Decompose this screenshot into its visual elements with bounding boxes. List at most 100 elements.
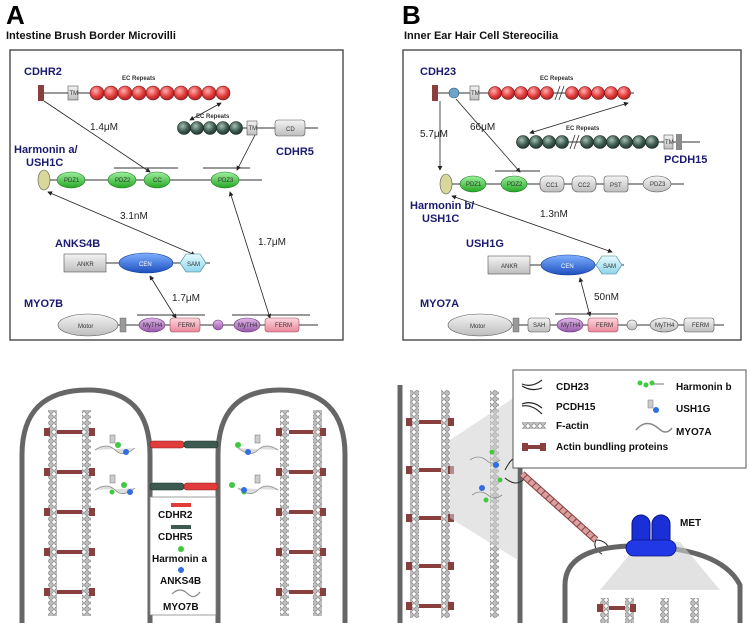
- harmonin-b-cc1-label: CC1: [546, 183, 559, 189]
- harmonin-b-pst-label: PST: [610, 183, 622, 189]
- harmonin-b-pdz2-label: PDZ2: [507, 182, 523, 188]
- harmonin-b-pdz2: [500, 175, 528, 193]
- affinity-cdh23-pcdh15: 66μM: [470, 122, 495, 133]
- legend-myo7a: MYO7A: [676, 427, 712, 438]
- myo7b-sh3: [212, 319, 224, 331]
- protein-harmonin-a-label-2: USH1C: [26, 157, 63, 169]
- myo7b-myth4-1: [138, 317, 166, 333]
- myo7b-ferm-1: [169, 317, 201, 333]
- myo7a-ferm-1: [587, 317, 619, 333]
- myo7b-iq: [119, 317, 127, 333]
- panel-b-letter: B: [402, 0, 421, 30]
- ush1g-ankr-label: ANKR: [501, 264, 518, 270]
- protein-cdh23-label: CDH23: [420, 66, 456, 78]
- harmonin-b-cc2: [571, 175, 597, 193]
- cdh23-pbm: [448, 87, 460, 99]
- harmonin-a-nterm: [37, 169, 51, 191]
- actin-filament: [600, 598, 609, 623]
- legend-pcdh15-icon: [521, 402, 543, 415]
- legend-cdhr5-icon: [171, 525, 191, 529]
- cdh23-ec-label: EC Repeats: [540, 76, 574, 82]
- harmonin-b-pdz1: [459, 175, 487, 193]
- myo7a-myth4-1-label: MyTH4: [561, 323, 581, 329]
- legend-actin-bundling-icon: [522, 443, 546, 451]
- actin-filament: [280, 410, 289, 616]
- protein-pcdh15-label: PCDH15: [664, 154, 707, 166]
- harmonin-b-pdz1-label: PDZ1: [466, 182, 482, 188]
- cdhr5-cd-label: CD: [286, 127, 295, 133]
- actin-filament: [441, 390, 450, 618]
- harmonin-b-cc1: [539, 175, 565, 193]
- pcdh15-tm: [663, 134, 674, 150]
- myo7b-myth4-1-label: MyTH4: [143, 323, 163, 329]
- affinity-anks4b-myo7b: 1.7μM: [172, 293, 200, 304]
- legend-ush1g: USH1G: [676, 404, 711, 415]
- legend-harmonin-b: Harmonin b: [676, 382, 732, 393]
- cdhr2-tm-label: TM: [70, 91, 79, 97]
- protein-harmonin-b-label-1: Harmonin b/: [410, 200, 474, 212]
- cdh23-ec-repeats: [488, 85, 631, 101]
- legend-ush1g-icon: [647, 399, 659, 413]
- affinity-ush1g-myo7a: 50nM: [594, 292, 619, 303]
- legend-actin-bundling: Actin bundling proteins: [556, 442, 669, 453]
- harmonin-a-cc-label: CC: [153, 178, 162, 184]
- protein-myo7b-label: MYO7B: [24, 298, 63, 310]
- myo7a-ferm-1-label: FERM: [596, 323, 613, 329]
- anks4b-cen: [118, 252, 174, 274]
- pcdh15-ec-label: EC Repeats: [566, 126, 600, 132]
- harmonin-a-pdz2: [107, 171, 137, 189]
- protein-harmonin-a-label-1: Harmonin a/: [14, 144, 78, 156]
- microvillus-right: [215, 387, 348, 623]
- cdhr2-cd-block: [38, 85, 44, 101]
- pcdh15-cd-block: [676, 134, 682, 150]
- affinity-harmonin-anks4b: 3.1nM: [120, 211, 148, 222]
- harmonin-ush1g-bond: [451, 195, 613, 253]
- harmonin-myo7b-bond: [228, 191, 272, 319]
- myo7a-motor-label: Motor: [470, 324, 485, 330]
- cdhr2-cdhr5-bond: [189, 102, 222, 121]
- cdh23-pcdh15-bond: [529, 101, 629, 135]
- cdh23-tm-label: TM: [471, 91, 480, 97]
- panel-b-box: [402, 49, 742, 341]
- legend-factin-icon: [522, 422, 546, 429]
- legend-anks4b-icon: [178, 567, 184, 573]
- harmonin-a-pdz1-label: PDZ1: [64, 178, 80, 184]
- cdhr5-harmonin-arrow: [236, 134, 256, 171]
- ush1g-cen: [540, 254, 596, 276]
- harmonin-b-pdz3: [642, 175, 672, 193]
- legend-cdh23-icon: [521, 379, 543, 391]
- cdhr5-tm-label: TM: [249, 126, 258, 132]
- legend-anks4b: ANKS4B: [160, 576, 201, 587]
- myo7b-ferm-2-label: FERM: [275, 323, 292, 329]
- myo7a-myth4-1: [556, 317, 584, 333]
- affinity-cdhr2-cdhr5: 1.4μM: [90, 122, 118, 133]
- myo7a-ferm-2: [683, 317, 715, 333]
- protein-cdhr5-label: CDHR5: [276, 146, 314, 158]
- protein-harmonin-b-label-2: USH1C: [422, 213, 459, 225]
- cdh23-tm: [469, 85, 480, 101]
- ush1g-myo7a-bond: [578, 277, 592, 317]
- anks4b-ankr: [63, 253, 107, 273]
- harmonin-a-pdz2-label: PDZ2: [115, 178, 131, 184]
- panel-a-title: Intestine Brush Border Microvilli: [6, 30, 176, 42]
- cdhr2-tm: [67, 85, 79, 101]
- protein-anks4b-label: ANKS4B: [55, 238, 100, 250]
- myo7a-ferm-2-label: FERM: [692, 323, 709, 329]
- cdh23-cd-block: [432, 85, 438, 101]
- anks4b-ankr-label: ANKR: [77, 262, 94, 268]
- harmonin-anks4b-bond: [47, 191, 196, 256]
- pcdh15-tm-label: TM: [665, 140, 674, 146]
- microvilli-legend-box: [149, 496, 217, 616]
- panel-b-title: Inner Ear Hair Cell Stereocilia: [404, 30, 559, 42]
- adhesion-link-lower: [149, 482, 219, 491]
- protein-ush1g-label: USH1G: [466, 238, 504, 250]
- anks4b-sam: [179, 253, 207, 273]
- affinity-cdh23-harmonin: 5.7μM: [420, 129, 448, 140]
- affinity-harmonin-ush1g: 1.3nM: [540, 209, 568, 220]
- legend-cdh23: CDH23: [556, 382, 589, 393]
- anks4b-sam-label: SAM: [187, 262, 200, 268]
- myo7b-ferm-1-label: FERM: [178, 323, 195, 329]
- upper-tip-density: [450, 395, 518, 560]
- actin-filament: [48, 410, 57, 616]
- harmonin-b-pdz3-label: PDZ3: [650, 182, 666, 188]
